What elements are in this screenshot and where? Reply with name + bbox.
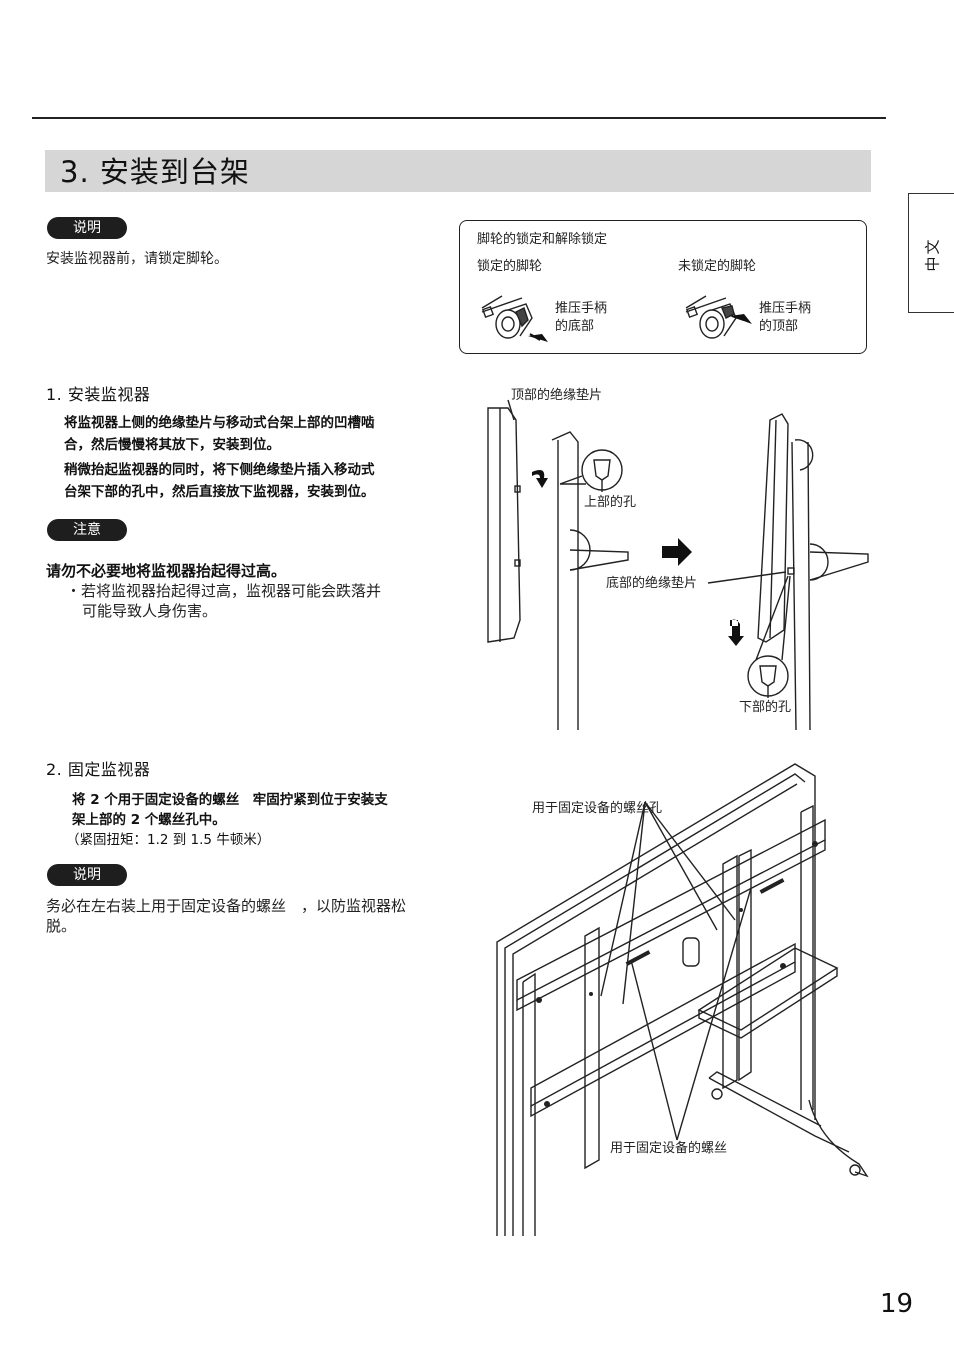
bottom-spacer-label: 底部的绝缘垫片: [606, 576, 698, 591]
title-bar: [45, 150, 871, 192]
locked-caster-label: 锁定的脚轮: [477, 259, 543, 274]
note-badge: 说明: [47, 217, 127, 239]
note2-line2: 脱。: [46, 917, 77, 935]
top-rule: [32, 117, 886, 119]
page-title: 3. 安装到台架: [60, 155, 250, 189]
note2-line1: 务必在左右装上用于固定设备的螺丝 ，以防监视器松: [46, 897, 407, 915]
step1-heading: 1. 安装监视器: [46, 385, 151, 404]
upper-hole-label: 上部的孔: [584, 495, 637, 510]
page-number: 19: [880, 1289, 914, 1319]
caster-box-title: 脚轮的锁定和解除锁定: [477, 232, 608, 247]
locked-caption-2: 的底部: [555, 319, 595, 334]
lower-hole-label: 下部的孔: [739, 700, 792, 715]
locked-caption-1: 推压手柄: [555, 301, 608, 316]
unlocked-caption-2: 的顶部: [759, 319, 799, 334]
unlocked-caption-1: 推压手柄: [759, 301, 812, 316]
unlocked-caster-drawing: [685, 295, 752, 339]
screw-label: 用于固定设备的螺丝: [610, 1141, 728, 1156]
caster-lock-box: [459, 220, 867, 354]
step1-para2-line2: 台架下部的孔中，然后直接放下监视器，安装到位。: [64, 484, 375, 500]
caution-bullet-line2: 可能导致人身伤害。: [82, 602, 218, 620]
fixing-diagram: [496, 763, 869, 1236]
step1-para1-line2: 合，然后慢慢将其放下，安装到位。: [64, 437, 280, 453]
language-tab: 中文: [908, 193, 954, 313]
screw-hole-label: 用于固定设备的螺丝孔: [532, 801, 663, 816]
language-tab-label: 中文: [923, 236, 942, 272]
caution-bullet-line1: ・若将监视器抬起得过高，监视器可能会跌落并: [66, 582, 382, 600]
locked-caster-drawing: [481, 295, 548, 342]
step2-heading: 2. 固定监视器: [46, 760, 151, 779]
top-spacer-label: 顶部的绝缘垫片: [511, 388, 603, 403]
mounting-diagram: [487, 399, 869, 731]
caution-main-text: 请勿不必要地将监视器抬起得过高。: [46, 562, 287, 580]
step2-torque: （紧固扭矩：1.2 到 1.5 牛顿米）: [66, 832, 271, 848]
step1-para1-line1: 将监视器上侧的绝缘垫片与移动式台架上部的凹槽啮: [64, 415, 375, 431]
note-text: 安装监视器前，请锁定脚轮。: [46, 251, 228, 267]
note2-badge: 说明: [47, 864, 127, 886]
step1-para2-line1: 稍微抬起监视器的同时，将下侧绝缘垫片插入移动式: [64, 462, 375, 478]
step2-line2: 架上部的 2 个螺丝孔中。: [72, 812, 226, 828]
unlocked-caster-label: 未锁定的脚轮: [678, 259, 757, 274]
caution-badge: 注意: [47, 519, 127, 541]
step2-line1: 将 2 个用于固定设备的螺丝 牢固拧紧到位于安装支: [72, 792, 388, 808]
